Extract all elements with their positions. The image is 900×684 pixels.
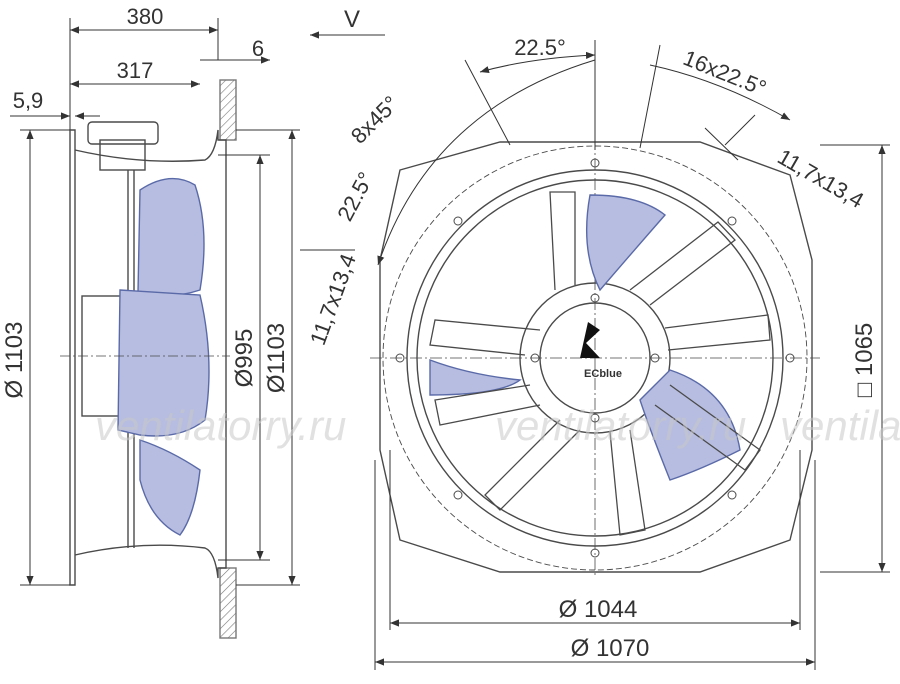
watermark-text: ventilatorry.ru (95, 402, 346, 449)
angle-22-5-left: 22.5° (332, 168, 378, 225)
wall-hatch-top (219, 79, 237, 141)
front-view (370, 138, 820, 578)
watermark-group: ventilatorry.ru ventilatorry.ru ventilat… (95, 402, 900, 449)
side-view (60, 79, 237, 639)
dim-317: 317 (117, 58, 154, 83)
housing-square-plate (379, 141, 813, 573)
blade-front (429, 358, 522, 396)
blade-front (639, 369, 741, 481)
side-dimensions (10, 18, 385, 586)
front-dimensions (300, 40, 890, 670)
watermark-text: ventilatorry.ru (780, 402, 900, 449)
dia-1070: Ø 1070 (571, 635, 650, 662)
dia-995: Ø995 (231, 329, 258, 388)
dim-6: 6 (252, 36, 264, 61)
angle-16x22-5: 16x22.5° (680, 45, 770, 101)
dim-380: 380 (127, 4, 164, 29)
dim-5-9: 5,9 (13, 88, 44, 113)
dia-1044: Ø 1044 (559, 596, 638, 623)
blade-side (137, 177, 205, 297)
angle-8x45: 8x45° (346, 91, 404, 149)
brand-label: ECblue (584, 368, 622, 380)
ecblue-logo (580, 322, 600, 358)
blade-front (586, 194, 667, 292)
housing-profile (74, 129, 227, 579)
slot-left: 11,7x13,4 (305, 251, 361, 349)
angle-22-5-top: 22.5° (514, 35, 566, 60)
motor-mount (99, 139, 146, 171)
blade-side (139, 439, 201, 536)
square-1065: □ 1065 (851, 323, 878, 398)
watermark-text: ventilatorry.ru (495, 402, 746, 449)
wall-hatch-bottom (219, 567, 237, 639)
mounting-holes (395, 158, 795, 558)
terminal-box (87, 121, 159, 145)
dia-1103-left: Ø 1103 (1, 322, 28, 399)
slot-right: 11,7x13,4 (773, 144, 868, 213)
blade-side (117, 289, 210, 437)
inlet-edge (69, 129, 76, 586)
view-label: V (344, 6, 360, 33)
dia-1103-right: Ø1103 (263, 323, 290, 393)
